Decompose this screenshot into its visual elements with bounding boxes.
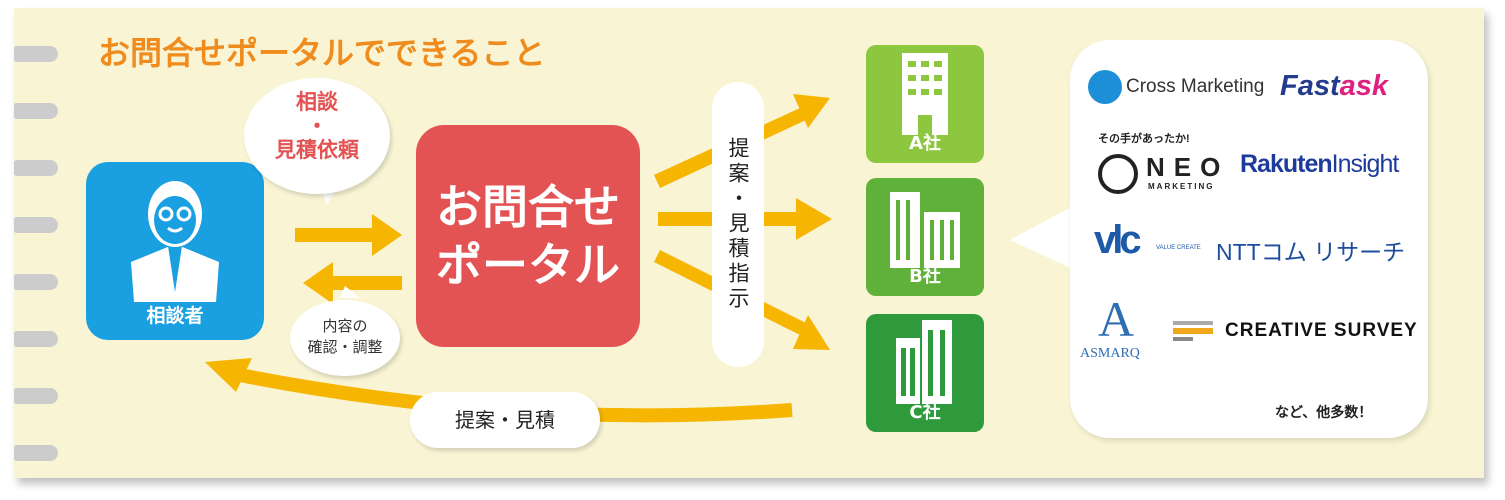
request-line1: 相談 — [296, 90, 338, 114]
logo-asmarq: ASMARQ — [1080, 346, 1140, 361]
building-icon — [890, 192, 960, 268]
confirm-bubble: 内容の 確認・調整 — [290, 300, 400, 376]
logo-vlc-sub: VALUE CREATE — [1156, 245, 1201, 251]
portal-box: お問合せ ポータル — [416, 125, 640, 347]
binder-ring — [14, 46, 58, 62]
asmarq-icon: A — [1098, 291, 1135, 347]
logo-neo-sub: MARKETING — [1148, 182, 1215, 191]
user-label: 相談者 — [146, 305, 204, 327]
arrow-to-user — [330, 276, 402, 290]
company-b-label: B社 — [909, 266, 941, 287]
logo-cross-marketing: Cross Marketing — [1126, 76, 1265, 97]
logo-creative-survey: CREATIVE SURVEY — [1225, 320, 1418, 341]
partner-logos-panel: Cross Marketing Fastask その手があったか! NEO MA… — [1070, 40, 1428, 438]
company-a-label: A社 — [909, 133, 941, 154]
company-b: B社 — [866, 178, 984, 296]
fastask-part2: ask — [1339, 70, 1389, 102]
rakuten-part2: Insight — [1331, 150, 1400, 178]
request-line2: 見積依頼 — [275, 138, 359, 162]
binder-ring — [14, 160, 58, 176]
logo-vlc: vlc — [1094, 218, 1142, 262]
cross-marketing-icon — [1088, 70, 1122, 104]
request-dot: ・ — [306, 114, 328, 138]
creative-survey-icon — [1173, 321, 1213, 325]
arrow-to-portal — [295, 228, 375, 242]
creative-survey-bar — [1173, 337, 1193, 341]
instruction-label: 提案・見積指示 — [712, 82, 764, 367]
binder-ring — [14, 274, 58, 290]
binder-ring — [14, 331, 58, 347]
speech-tail — [1010, 205, 1075, 270]
confirm-line1: 内容の — [322, 317, 368, 335]
logo-neo-tagline: その手があったか! — [1098, 133, 1190, 145]
confirm-line2: 確認・調整 — [307, 338, 383, 356]
logo-rakuten-insight: RakutenInsight — [1240, 150, 1400, 179]
rakuten-part1: Rakuten — [1240, 150, 1333, 178]
logo-neo: NEO — [1146, 152, 1230, 182]
fastask-part1: Fast — [1280, 70, 1340, 102]
portal-line1: お問合せ — [436, 180, 620, 234]
portal-line2: ポータル — [436, 238, 620, 292]
footer-note: など、他多数！ — [1275, 404, 1373, 420]
company-c-label: C社 — [909, 402, 941, 423]
neo-icon — [1098, 154, 1138, 194]
user-box: 相談者 — [86, 162, 264, 340]
binder-ring — [14, 445, 58, 461]
company-c: C社 — [866, 314, 984, 432]
building-icon — [896, 320, 952, 404]
return-label: 提案・見積 — [410, 392, 600, 448]
page-title: お問合せポータルでできること — [98, 34, 546, 72]
company-a: A社 — [866, 45, 984, 163]
building-icon — [902, 53, 948, 135]
arrow-head — [303, 262, 333, 304]
arrow-head — [372, 214, 402, 256]
binder-ring — [14, 217, 58, 233]
logo-ntt-com-research: NTTコム リサーチ — [1216, 239, 1406, 265]
binder-ring — [14, 388, 58, 404]
binder-ring — [14, 103, 58, 119]
logo-fastask: Fastask — [1280, 70, 1388, 103]
creative-survey-bar — [1173, 328, 1213, 334]
request-bubble: 相談 ・ 見積依頼 — [244, 78, 390, 194]
person-icon — [131, 181, 219, 302]
